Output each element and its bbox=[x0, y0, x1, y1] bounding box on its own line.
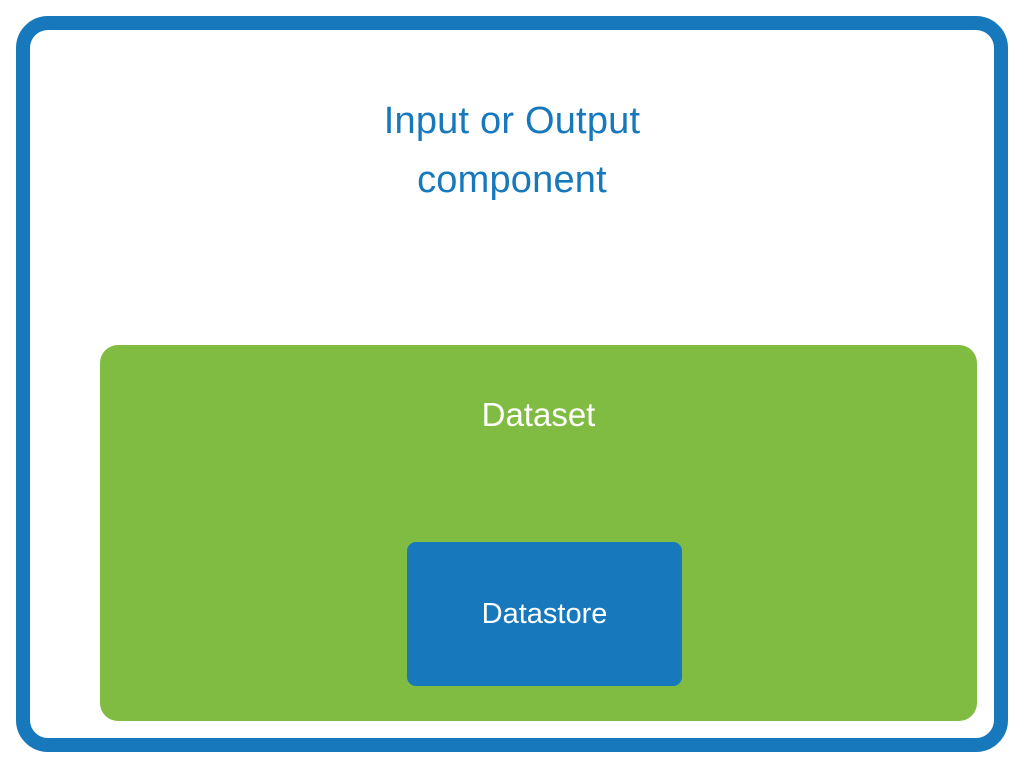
datastore-box[interactable]: Datastore bbox=[407, 542, 682, 686]
input-output-component-box[interactable]: Input or Output component Dataset Datast… bbox=[16, 16, 1008, 752]
dataset-box[interactable]: Dataset Datastore bbox=[100, 345, 977, 721]
datastore-label: Datastore bbox=[481, 598, 608, 630]
component-title: Input or Output component bbox=[383, 100, 641, 201]
dataset-label: Dataset bbox=[481, 396, 596, 433]
